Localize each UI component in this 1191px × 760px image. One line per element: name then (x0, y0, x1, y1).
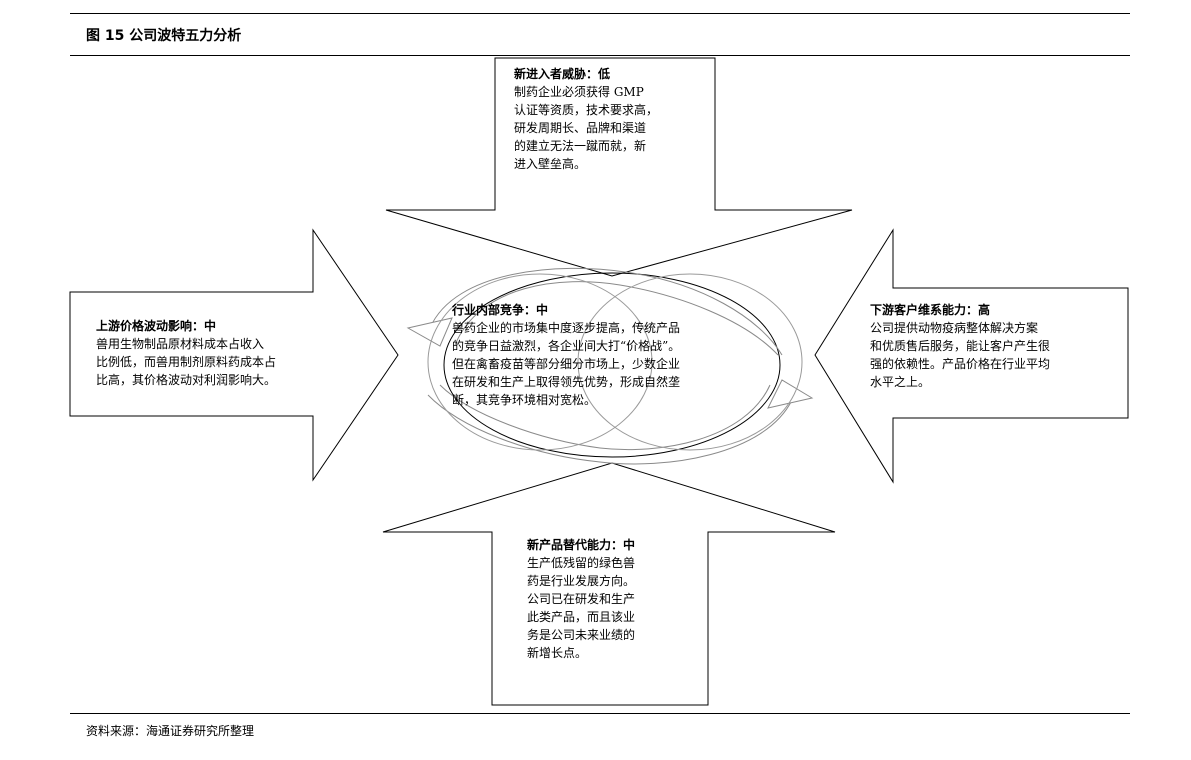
force-rivalry: 行业内部竞争：中 兽药企业的市场集中度逐步提高，传统产品 的竞争日益激烈，各企业… (452, 301, 680, 409)
force-line: 的竞争日益激烈，各企业间大打“价格战”。 (452, 339, 681, 353)
figure-title: 图 15 公司波特五力分析 (86, 28, 242, 44)
rivalry-cycle-icon (406, 267, 814, 465)
force-supplier: 上游价格波动影响：中 兽用生物制品原材料成本占收入 比例低，而兽用制剂原料药成本… (96, 317, 276, 389)
force-line: 比例低，而兽用制剂原料药成本占 (96, 355, 277, 369)
force-substitutes: 新产品替代能力：中 生产低残留的绿色兽 药是行业发展方向。 公司已在研发和生产 … (527, 536, 635, 662)
arrow-new-entrants (385, 57, 853, 277)
force-line: 认证等资质，技术要求高， (514, 103, 659, 117)
bottom-rule (70, 713, 1130, 714)
force-line: 水平之上。 (870, 375, 931, 389)
force-line: 进入壁垒高。 (514, 157, 587, 171)
force-line: 此类产品，而且该业 (527, 610, 636, 624)
force-buyer: 下游客户维系能力：高 公司提供动物疫病整体解决方案 和优质售后服务，能让客户产生… (870, 301, 1050, 391)
force-line: 生产低残留的绿色兽 (527, 556, 636, 570)
force-line: 制药企业必须获得 GMP (514, 85, 644, 99)
force-line: 的建立无法一蹴而就，新 (514, 139, 647, 153)
force-line: 务是公司未来业绩的 (527, 628, 636, 642)
force-heading: 新进入者威胁：低 (514, 67, 611, 81)
force-heading: 行业内部竞争：中 (452, 303, 549, 317)
force-line: 研发周期长、品牌和渠道 (514, 121, 647, 135)
force-line: 新增长点。 (527, 646, 588, 660)
force-line: 公司已在研发和生产 (527, 592, 636, 606)
force-heading: 上游价格波动影响：中 (96, 319, 217, 333)
force-heading: 新产品替代能力：中 (527, 538, 636, 552)
force-line: 强的依赖性。产品价格在行业平均 (870, 357, 1051, 371)
force-heading: 下游客户维系能力：高 (870, 303, 991, 317)
figure-source: 资料来源：海通证券研究所整理 (86, 724, 255, 738)
force-line: 药是行业发展方向。 (527, 574, 636, 588)
title-rule (70, 55, 1130, 56)
force-new-entrants: 新进入者威胁：低 制药企业必须获得 GMP 认证等资质，技术要求高， 研发周期长… (514, 65, 658, 173)
force-line: 但在禽畜疫苗等部分细分市场上，少数企业 (452, 357, 681, 371)
arrow-substitutes (382, 462, 836, 706)
top-rule (70, 13, 1130, 14)
force-line: 和优质售后服务，能让客户产生很 (870, 339, 1051, 353)
arrow-buyer (814, 228, 1129, 484)
force-line: 断，其竞争环境相对宽松。 (452, 393, 597, 407)
force-line: 兽药企业的市场集中度逐步提高，传统产品 (452, 321, 681, 335)
force-line: 公司提供动物疫病整体解决方案 (870, 321, 1039, 335)
force-line: 比高，其价格波动对利润影响大。 (96, 373, 277, 387)
force-line: 兽用生物制品原材料成本占收入 (96, 337, 265, 351)
force-line: 在研发和生产上取得领先优势，形成自然垄 (452, 375, 681, 389)
arrow-supplier (69, 228, 399, 482)
